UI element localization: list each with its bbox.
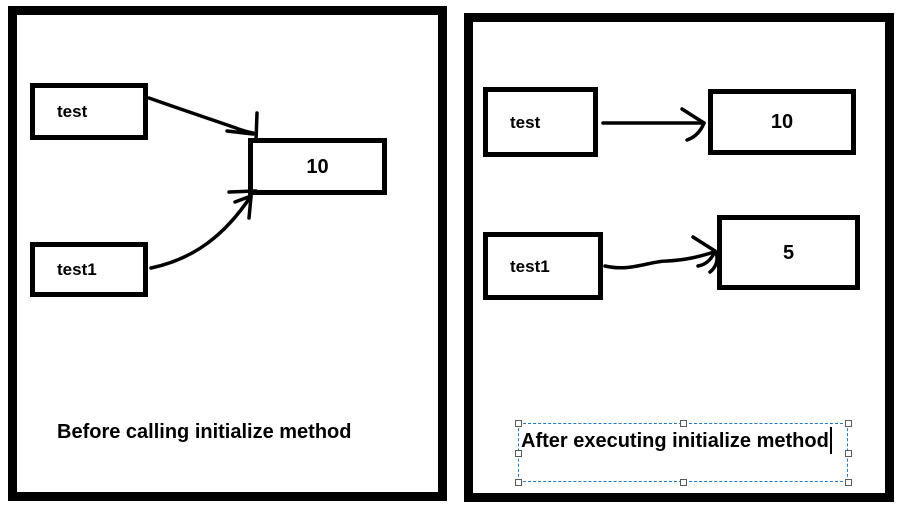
before-caption: Before calling initialize method: [57, 421, 352, 443]
after-var-box-test: test: [483, 87, 598, 157]
after-value-box-5: 5: [717, 215, 860, 290]
selection-handle-top-middle[interactable]: [680, 420, 687, 427]
after-value-label-10: 10: [770, 111, 794, 133]
before-var-label-test1: test1: [57, 260, 97, 279]
after-var-label-test: test: [510, 112, 541, 132]
after-var-box-test1: test1: [483, 232, 603, 300]
text-selection-box[interactable]: After executing initialize method: [518, 423, 848, 482]
before-var-box-test1: test1: [30, 242, 148, 297]
before-value-box-10: 10: [248, 138, 387, 195]
before-value-label-10: 10: [306, 155, 329, 178]
selection-handle-top-left[interactable]: [515, 420, 522, 427]
before-var-label-test: test: [57, 102, 88, 121]
text-cursor: [829, 427, 832, 454]
after-value-label-5: 5: [782, 241, 795, 264]
selection-handle-middle-right[interactable]: [845, 450, 852, 457]
before-var-box-test: test: [30, 83, 148, 140]
selection-handle-bottom-middle[interactable]: [680, 479, 687, 486]
after-caption-text[interactable]: After executing initialize method: [521, 429, 829, 452]
selection-handle-top-right[interactable]: [845, 420, 852, 427]
after-var-label-test1: test1: [510, 256, 550, 276]
selection-handle-middle-left[interactable]: [515, 450, 522, 457]
selection-handle-bottom-right[interactable]: [845, 479, 852, 486]
selection-handle-bottom-left[interactable]: [515, 479, 522, 486]
after-value-box-10: 10: [708, 89, 856, 155]
